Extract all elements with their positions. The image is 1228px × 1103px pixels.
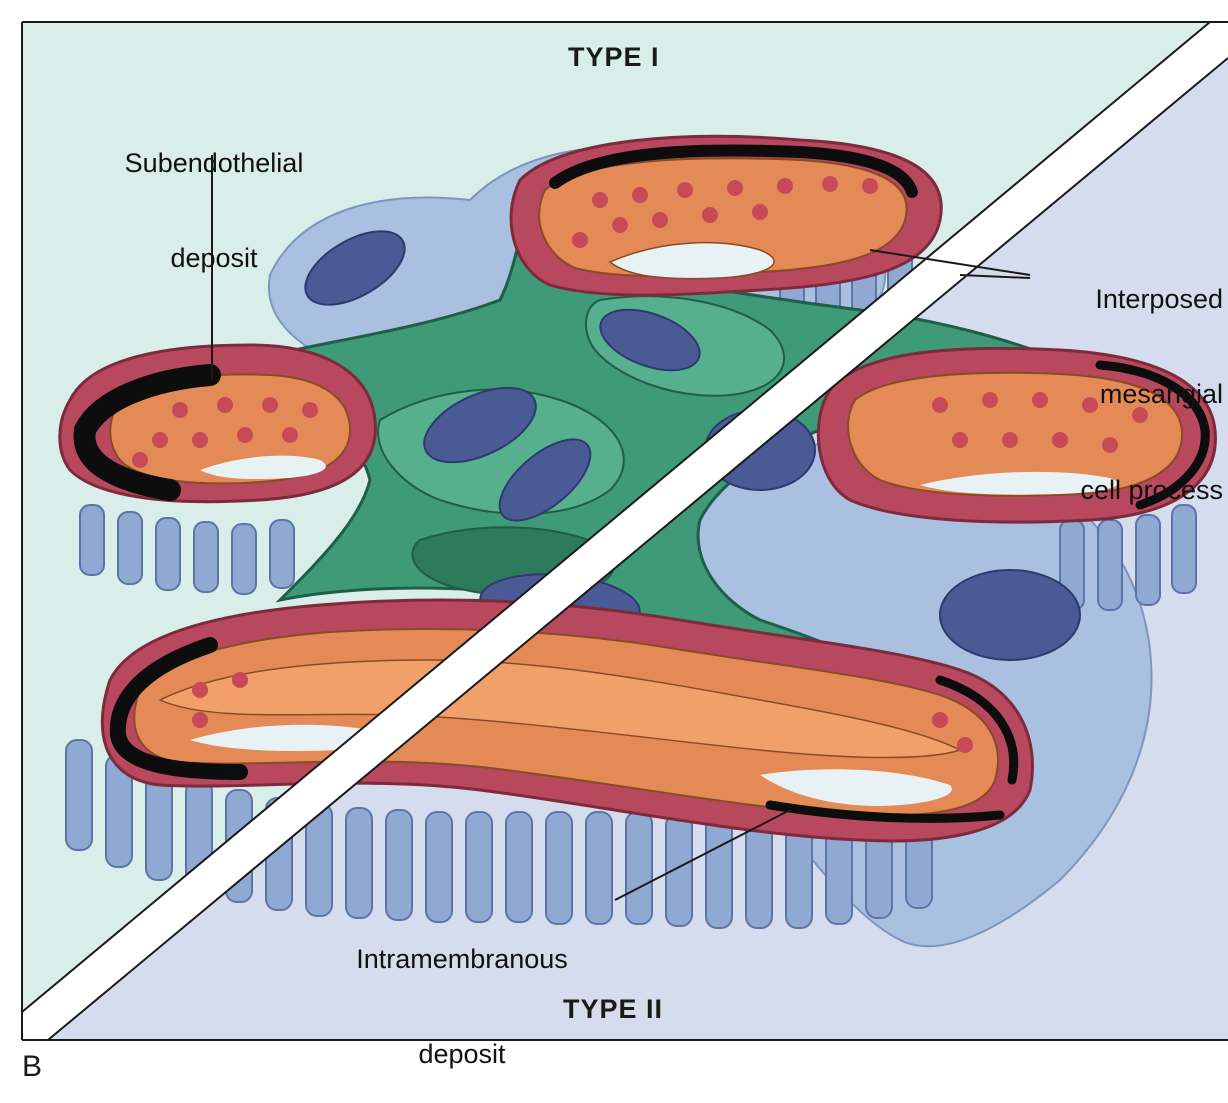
- intramembranous-line-1: Intramembranous: [306, 944, 618, 976]
- subendothelial-line-2: deposit: [86, 243, 342, 275]
- panel-letter: B: [22, 1050, 42, 1084]
- interposed-mesangial-label: Interposed mesangial cell process: [995, 220, 1223, 539]
- type-i-title: TYPE I: [568, 42, 660, 73]
- intramembranous-line-2: deposit: [306, 1039, 618, 1071]
- interposed-line-2: mesangial: [995, 379, 1223, 411]
- intramembranous-deposit-label: Intramembranous deposit: [306, 880, 618, 1103]
- subendothelial-deposit-label: Subendothelial deposit: [86, 84, 342, 307]
- subendothelial-line-1: Subendothelial: [86, 148, 342, 180]
- capillary-loop-left: [60, 345, 376, 502]
- capillary-loop-top: [511, 136, 941, 295]
- interposed-line-1: Interposed: [995, 284, 1223, 316]
- interposed-line-3: cell process: [995, 475, 1223, 507]
